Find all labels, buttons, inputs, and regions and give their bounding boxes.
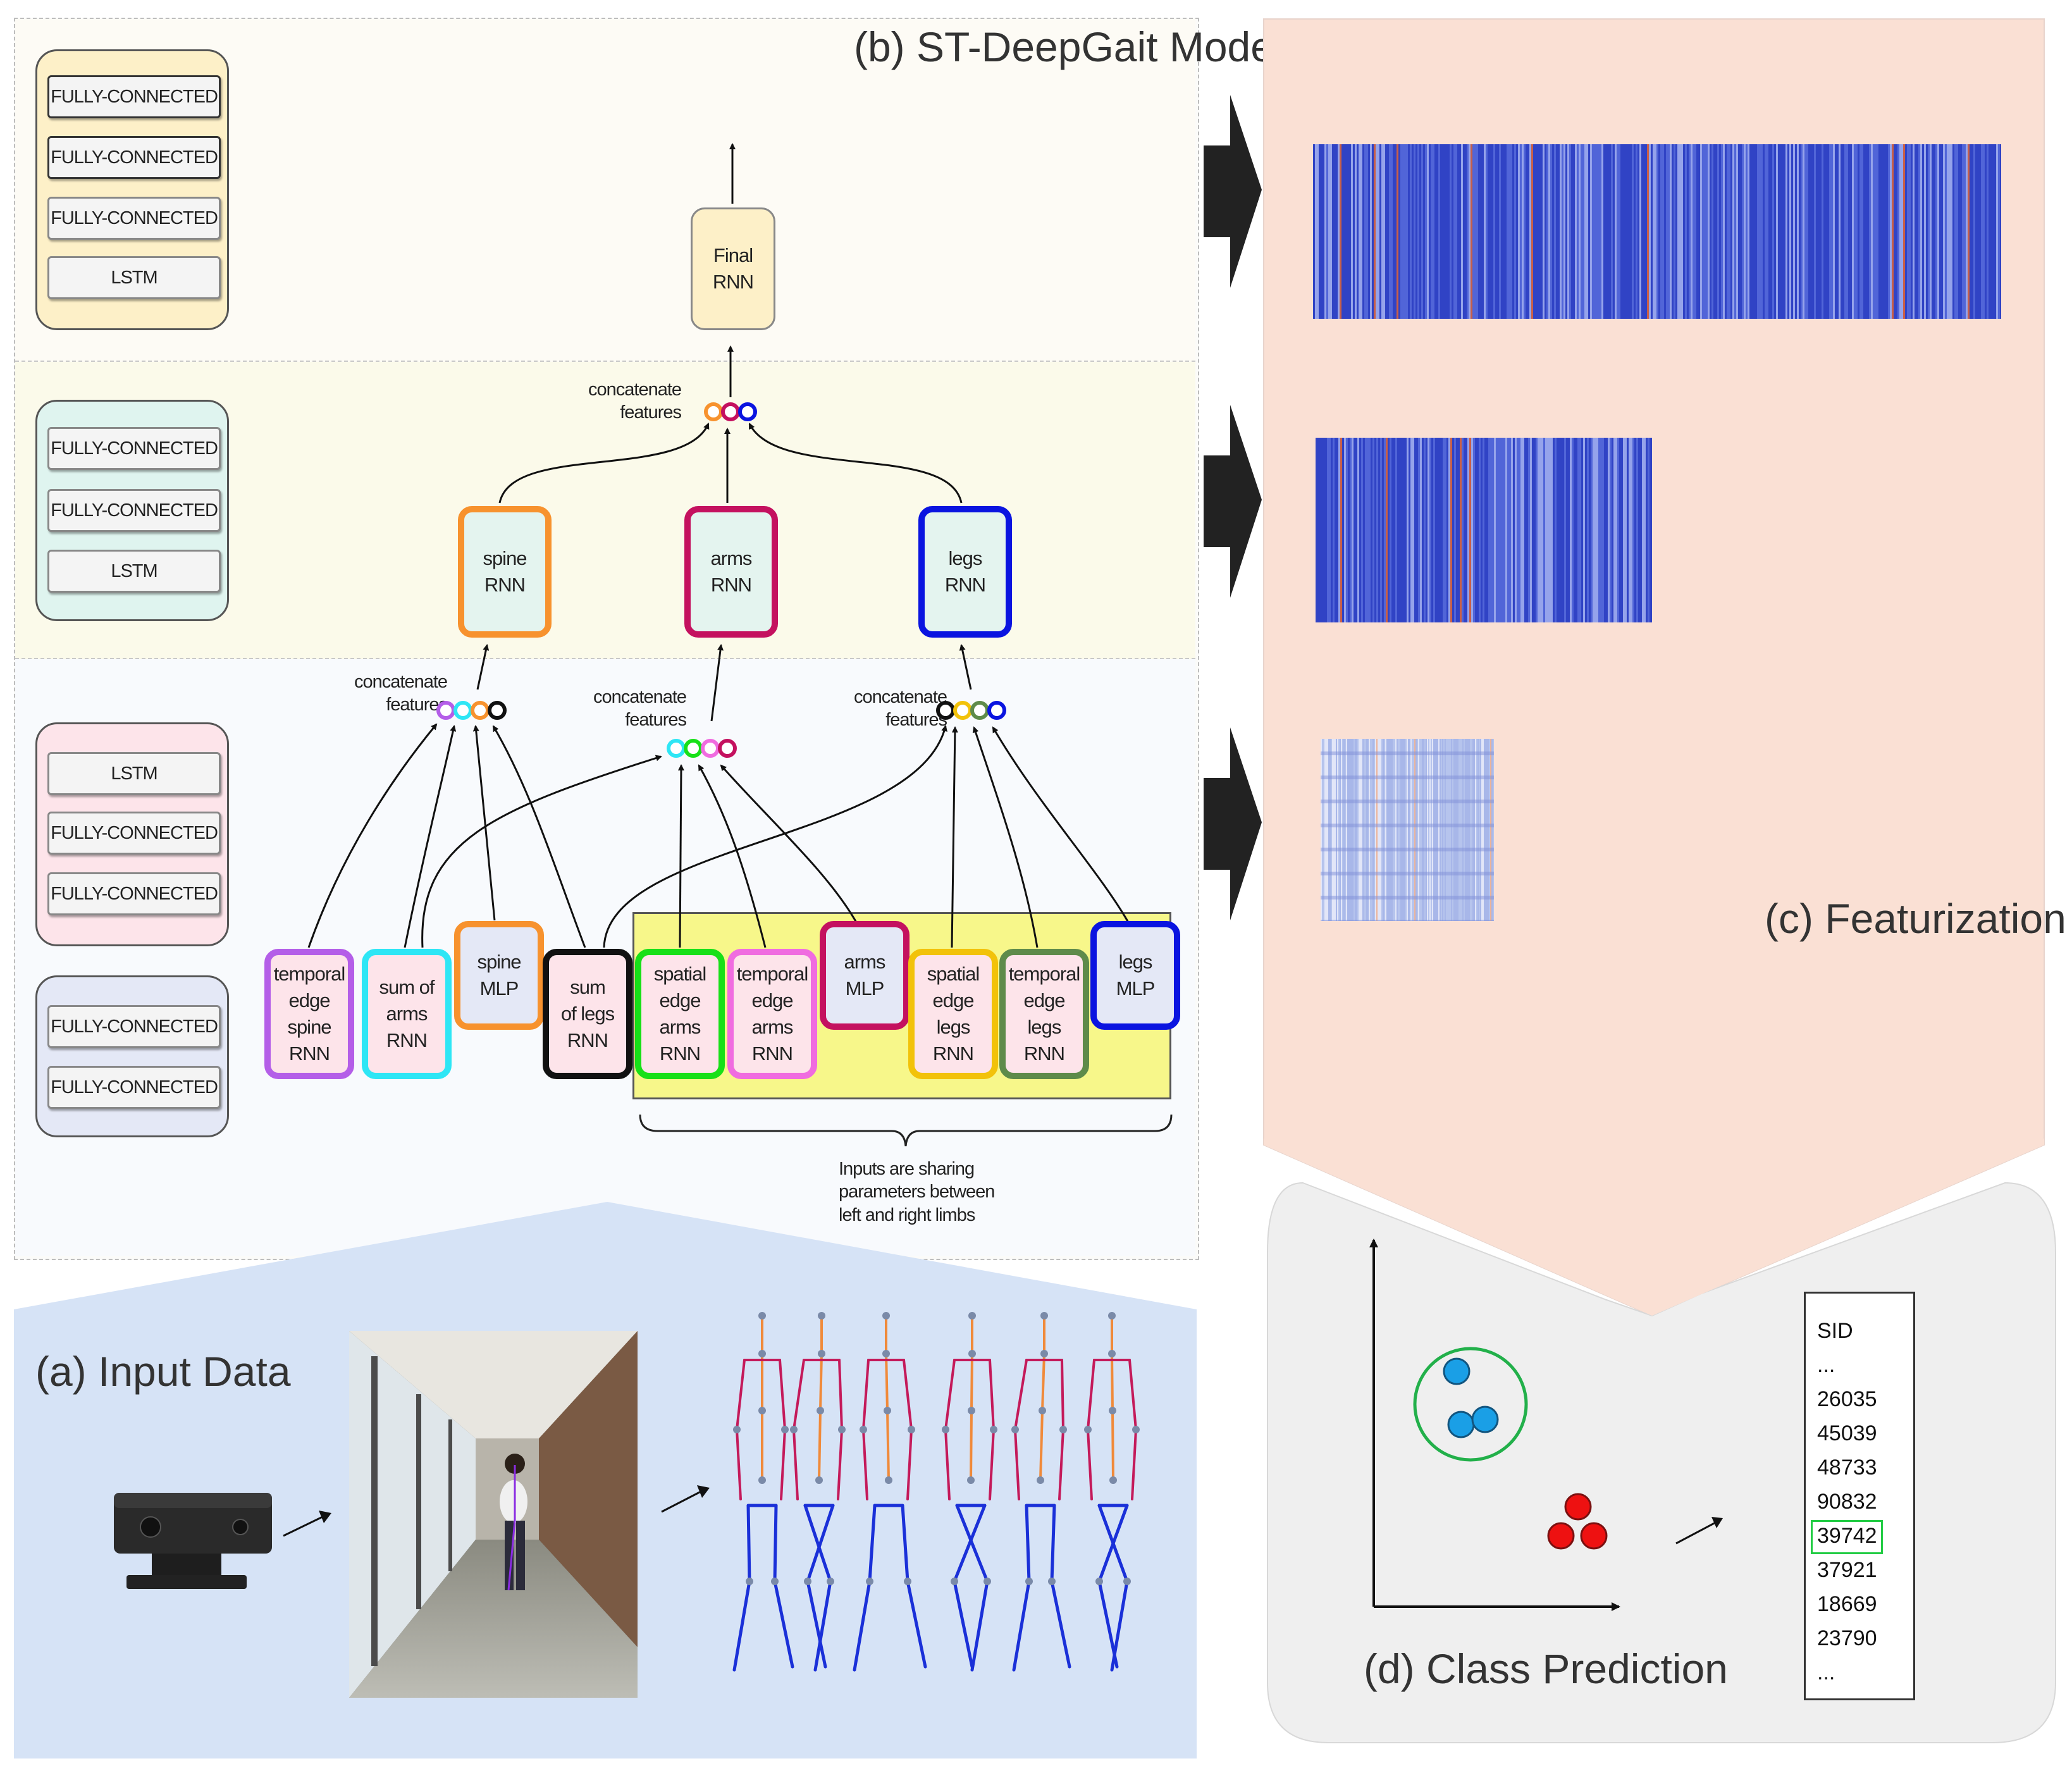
predicted-class-highlight	[1811, 1520, 1883, 1554]
layer-label: LSTM	[47, 256, 221, 299]
shared-parameters-note: Inputs are sharing parameters between le…	[839, 1159, 995, 1225]
feature-circle	[953, 701, 972, 720]
list-item: 48733	[1817, 1456, 1877, 1480]
list-item: 45039	[1817, 1421, 1877, 1445]
cluster-plot	[1369, 1239, 1620, 1611]
list-item: 26035	[1817, 1387, 1877, 1411]
prediction-arrow-icon	[1675, 1517, 1723, 1545]
list-item: 23790	[1817, 1626, 1877, 1650]
layer-label: FULLY-CONNECTED	[47, 1066, 221, 1109]
feature-map-small	[1321, 739, 1494, 921]
feature-circle	[704, 402, 723, 421]
feature-circle	[936, 701, 955, 720]
list-item: 18669	[1817, 1592, 1877, 1616]
sum-of-legs-node: sum of legs RNN	[543, 949, 632, 1079]
layer-label: FULLY-CONNECTED	[47, 1005, 221, 1048]
feature-circle	[718, 739, 737, 758]
spine-mlp-node: spine MLP	[454, 921, 544, 1030]
sid-header: SID	[1817, 1319, 1853, 1343]
concat-label-legs: concatenate features	[854, 687, 947, 731]
spatial-edge-arms-node: spatial edge arms RNN	[635, 949, 725, 1079]
layer-label: FULLY-CONNECTED	[47, 75, 221, 118]
arrow-icon-bottom	[1204, 727, 1262, 920]
feature-circle	[453, 701, 472, 720]
feature-circle	[987, 701, 1006, 720]
arrow-icon	[283, 1511, 331, 1537]
layer-label: FULLY-CONNECTED	[47, 872, 221, 915]
arrow-icon	[661, 1485, 710, 1513]
list-item: 37921	[1817, 1558, 1877, 1582]
skeleton-sequence	[732, 1312, 1140, 1672]
arms-rnn-node: arms RNN	[684, 506, 778, 638]
final-rnn-node: Final RNN	[691, 207, 775, 330]
layer-stack-part: FULLY-CONNECTED FULLY-CONNECTED LSTM	[35, 400, 229, 621]
feature-circle	[738, 402, 757, 421]
class-prediction-title: (d) Class Prediction	[1364, 1645, 1728, 1692]
temporal-edge-spine-node: temporal edge spine RNN	[264, 949, 354, 1079]
concat-label-spine: concatenate features	[354, 672, 448, 715]
arms-mlp-node: arms MLP	[820, 921, 910, 1030]
layer-stack-final: FULLY-CONNECTED FULLY-CONNECTED FULLY-CO…	[35, 49, 229, 330]
feature-circle	[667, 739, 686, 758]
layer-label: LSTM	[47, 752, 221, 795]
feature-map-large	[1313, 144, 2001, 319]
sum-of-arms-node: sum of arms RNN	[362, 949, 452, 1079]
layer-label: FULLY-CONNECTED	[47, 197, 221, 240]
feature-circle	[970, 701, 989, 720]
layer-label: FULLY-CONNECTED	[47, 136, 221, 179]
spine-rnn-node: spine RNN	[458, 506, 552, 638]
layer-label: FULLY-CONNECTED	[47, 812, 221, 855]
feature-circle	[471, 701, 490, 720]
feature-circle	[684, 739, 703, 758]
layer-stack-edge: LSTM FULLY-CONNECTED FULLY-CONNECTED	[35, 722, 229, 946]
list-item: 90832	[1817, 1490, 1877, 1514]
feature-circle	[701, 739, 720, 758]
legs-rnn-node: legs RNN	[918, 506, 1012, 638]
model-title: (b) ST-DeepGait Model	[854, 23, 1283, 70]
temporal-edge-arms-node: temporal edge arms RNN	[727, 949, 817, 1079]
input-title: (a) Input Data	[35, 1348, 291, 1395]
sid-list: SID ... 26035 45039 48733 90832 39742 37…	[1804, 1292, 1915, 1700]
featurization-title: (c) Featurization	[1765, 895, 2066, 942]
list-item-selected: 39742	[1817, 1524, 1877, 1548]
spatial-edge-legs-node: spatial edge legs RNN	[908, 949, 998, 1079]
concat-label-arms: concatenate features	[593, 687, 687, 731]
feature-map-medium	[1316, 438, 1652, 622]
list-item: ...	[1817, 1660, 1835, 1684]
depth-camera-image	[114, 1493, 272, 1589]
layer-label: FULLY-CONNECTED	[47, 489, 221, 532]
legs-mlp-node: legs MLP	[1090, 921, 1180, 1030]
feature-circle	[721, 402, 740, 421]
temporal-edge-legs-node: temporal edge legs RNN	[999, 949, 1089, 1079]
arrow-icon-middle	[1204, 405, 1262, 598]
layer-stack-mlp: FULLY-CONNECTED FULLY-CONNECTED	[35, 975, 229, 1137]
corridor-photo	[349, 1331, 638, 1698]
concat-label-top: concatenate features	[588, 380, 682, 423]
layer-label: FULLY-CONNECTED	[47, 427, 221, 470]
layer-label: LSTM	[47, 550, 221, 593]
list-item: ...	[1817, 1353, 1835, 1377]
feature-circle	[488, 701, 507, 720]
feature-circle	[436, 701, 455, 720]
arrow-icon-top	[1204, 95, 1262, 288]
